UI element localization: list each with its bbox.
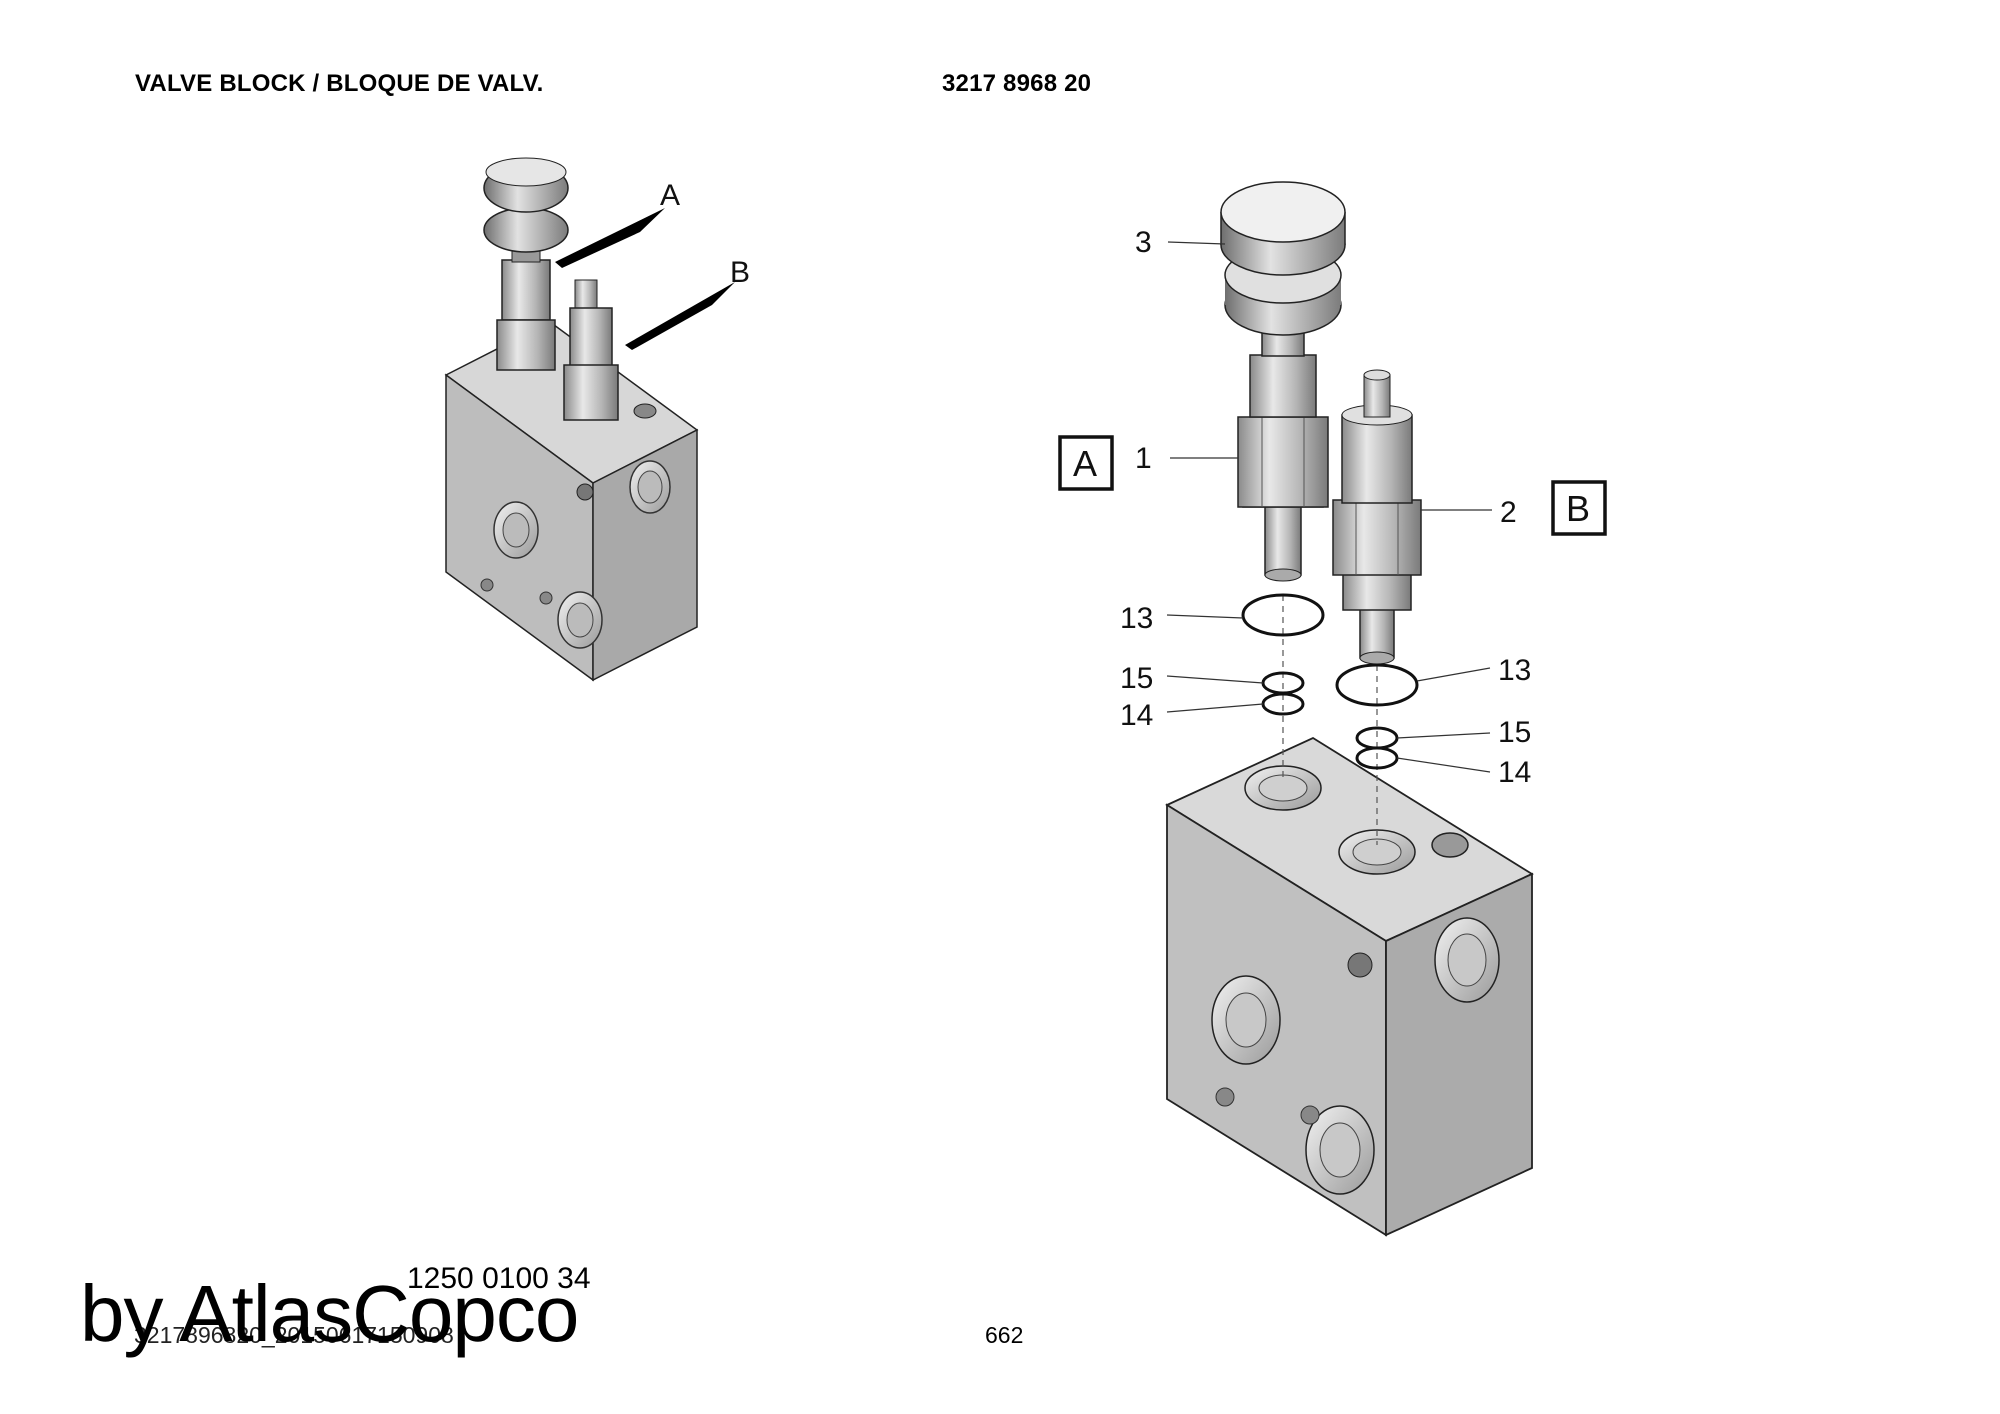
overview-assembly: A B: [444, 157, 750, 682]
adjustment-knob-3: [1220, 181, 1346, 336]
callout-14-left: 14: [1120, 699, 1153, 732]
overview-valve-b: [563, 279, 619, 421]
callout-2: 2: [1500, 496, 1517, 529]
relief-valve-2: [1332, 369, 1422, 665]
exploded-view: 3 1 2 13 15 14 13 15 14 A B: [1058, 181, 1607, 1237]
reference-number: 1250 0100 34: [407, 1262, 591, 1295]
box-b-frame: [1551, 480, 1607, 536]
callout-13-right: 13: [1498, 654, 1531, 687]
o-ring-13-b: [1335, 663, 1419, 707]
leader-lines: [1166, 241, 1492, 773]
o-ring-13-a: [1241, 593, 1325, 637]
callout-3: 3: [1135, 226, 1152, 259]
callout-14-right: 14: [1498, 756, 1531, 789]
pointer-b-arrow: [625, 282, 735, 350]
valve-block: [1165, 736, 1534, 1237]
callout-15-right: 15: [1498, 716, 1531, 749]
callout-13-left: 13: [1120, 602, 1153, 635]
relief-valve-1: [1237, 299, 1329, 582]
page-number: 662: [985, 1322, 1024, 1348]
page-title: VALVE BLOCK / BLOQUE DE VALV.: [135, 70, 544, 97]
brand-watermark: by AtlasCopco: [80, 1269, 579, 1358]
overview-label-a: A: [660, 179, 680, 212]
callout-1: 1: [1135, 442, 1152, 475]
pointer-a-arrow: [555, 208, 665, 268]
box-a-frame: [1058, 435, 1114, 491]
part-number: 3217 8968 20: [942, 70, 1092, 97]
box-label-a: A: [1073, 443, 1097, 484]
document-id: 3217896820_20150617150908: [134, 1322, 454, 1348]
box-label-b: B: [1566, 488, 1590, 529]
overview-label-b: B: [730, 256, 750, 289]
overview-valve-a: [483, 157, 569, 371]
callout-15-left: 15: [1120, 662, 1153, 695]
